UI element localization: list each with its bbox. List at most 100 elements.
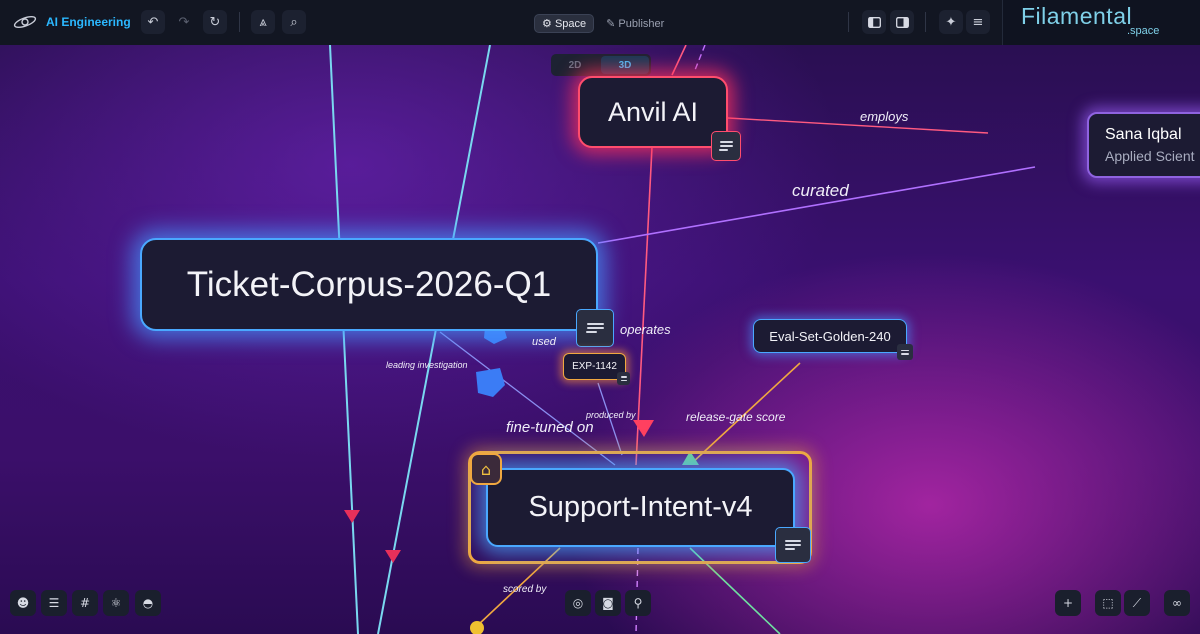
pin-off-button[interactable]: ⚲	[625, 590, 651, 616]
edge-label-release-gate-score: release-gate score	[686, 410, 786, 424]
node-sana-iqbal[interactable]: Sana Iqbal Applied Scient	[1087, 112, 1200, 178]
view-dimension-toggle: 2D 3D	[551, 54, 651, 76]
atom-icon: ⚛	[110, 596, 122, 610]
home-icon: ⌂	[480, 459, 492, 479]
more-options-button[interactable]: ∞	[1164, 590, 1190, 616]
note-icon[interactable]	[711, 131, 741, 161]
pin-off-icon: ⚲	[633, 596, 643, 610]
search-button[interactable]: ⌕	[282, 10, 306, 34]
panel-left-icon	[867, 16, 881, 28]
panel-left-button[interactable]	[862, 10, 886, 34]
align-button[interactable]: ☰	[41, 590, 67, 616]
edge-line	[377, 45, 491, 634]
node-anvil-ai[interactable]: Anvil AI	[578, 76, 728, 148]
edge-label-produced-by: produced by	[586, 410, 636, 420]
refresh-button[interactable]: ↻	[203, 10, 227, 34]
node-title: Eval-Set-Golden-240	[769, 328, 891, 344]
panel-right-icon	[895, 16, 909, 28]
camera-icon: ◙	[602, 596, 614, 610]
infinity-icon: ∞	[1172, 596, 1182, 610]
mode-publisher-button[interactable]: ✎ Publisher	[602, 15, 668, 32]
home-node-badge[interactable]: ⌂	[470, 453, 502, 485]
select-box-button[interactable]: ⬚	[1095, 590, 1121, 616]
menu-button[interactable]: ≡	[966, 10, 990, 34]
edge-line	[329, 45, 359, 634]
edge-label-operates: operates	[620, 322, 671, 337]
mode-space-label: Space	[554, 18, 587, 30]
hash-icon: #	[79, 596, 91, 610]
ai-assist-button[interactable]: ✦	[939, 10, 963, 34]
panel-right-button[interactable]	[890, 10, 914, 34]
refresh-icon: ↻	[209, 14, 221, 30]
select-box-icon: ⬚	[1102, 596, 1114, 610]
navigate-button[interactable]: ⩓	[251, 10, 275, 34]
edge-label-scored-by: scored by	[503, 584, 547, 595]
undo-button[interactable]: ↶	[141, 10, 165, 34]
node-title: Anvil AI	[607, 96, 699, 127]
undo-icon: ↶	[147, 14, 159, 30]
node-blob	[476, 368, 505, 397]
edge-label-employs: employs	[860, 109, 909, 124]
add-node-button[interactable]: +	[1055, 590, 1081, 616]
edge-arrow	[344, 510, 360, 523]
orbit-button[interactable]: ◎	[565, 590, 591, 616]
app-title: AI Engineering	[46, 15, 131, 29]
mode-toggle: ⚙ Space ✎ Publisher	[534, 14, 668, 33]
toolbar-divider	[848, 12, 849, 32]
edge-label-fine-tuned-on: fine-tuned on	[506, 419, 594, 436]
edge-arrow	[682, 451, 699, 465]
edge-line	[439, 331, 616, 466]
top-bar: AI Engineering ↶ ↷ ↻ ⩓ ⌕ ⚙ Space ✎ Publi…	[0, 0, 1200, 46]
note-icon[interactable]	[617, 372, 630, 385]
compass-icon: ⩓	[259, 14, 267, 30]
brand-logo: Filamental .space	[1002, 0, 1200, 45]
connect-icon: ⟋	[1132, 595, 1142, 610]
edge-line	[597, 166, 1036, 244]
node-support-intent[interactable]: Support-Intent-v4	[486, 468, 795, 547]
edge-line	[727, 117, 989, 134]
edge-label-used: used	[532, 336, 556, 348]
ufo-icon: ◓	[142, 596, 154, 610]
ufo-button[interactable]: ◓	[135, 590, 161, 616]
selection-frame	[468, 451, 812, 564]
search-icon: ⌕	[290, 14, 298, 30]
edge-arrow	[385, 550, 401, 563]
mode-publisher-label: Publisher	[618, 18, 665, 30]
edge-arrow	[633, 420, 654, 437]
view-3d-button[interactable]: 3D	[601, 56, 649, 74]
orbit-icon: ◎	[572, 596, 584, 610]
edge-label-leading-investigation: leading investigation	[386, 360, 468, 370]
node-exp-1142[interactable]: EXP-1142	[563, 353, 626, 380]
logo-suffix: .space	[1127, 25, 1160, 37]
camera-button[interactable]: ◙	[595, 590, 621, 616]
feather-icon: ✎	[606, 18, 616, 30]
edge-label-curated: curated	[792, 181, 849, 200]
connect-button[interactable]: ⟋	[1124, 590, 1150, 616]
note-icon[interactable]	[576, 309, 614, 347]
edge-line	[597, 382, 623, 456]
menu-icon: ≡	[972, 14, 984, 30]
graph-canvas[interactable]: 2D 3D Anvil AI Sana Iqbal Applied Scient…	[0, 45, 1200, 634]
alien-icon: ☻	[16, 596, 30, 610]
atom-button[interactable]: ⚛	[103, 590, 129, 616]
view-2d-button[interactable]: 2D	[568, 59, 582, 71]
edge-line	[477, 547, 561, 626]
toolbar-divider	[925, 12, 926, 32]
note-icon[interactable]	[775, 527, 811, 563]
mode-space-button[interactable]: ⚙ Space	[534, 14, 595, 33]
edge-line	[694, 45, 706, 71]
edge-line	[635, 146, 653, 466]
redo-icon: ↷	[178, 14, 190, 30]
node-subtitle: Applied Scient	[1105, 148, 1195, 164]
redo-button[interactable]: ↷	[172, 10, 196, 34]
toolbar-divider	[239, 12, 240, 32]
brand[interactable]: AI Engineering	[12, 12, 131, 32]
gear-icon: ⚙	[542, 18, 552, 30]
logo-wordmark: Filamental	[1021, 3, 1133, 29]
align-center-icon: ☰	[48, 596, 60, 610]
node-ticket-corpus[interactable]: Ticket-Corpus-2026-Q1	[140, 238, 598, 331]
alien-view-button[interactable]: ☻	[10, 590, 36, 616]
node-eval-set[interactable]: Eval-Set-Golden-240	[753, 319, 907, 353]
grid-button[interactable]: #	[72, 590, 98, 616]
note-icon[interactable]	[897, 344, 913, 360]
